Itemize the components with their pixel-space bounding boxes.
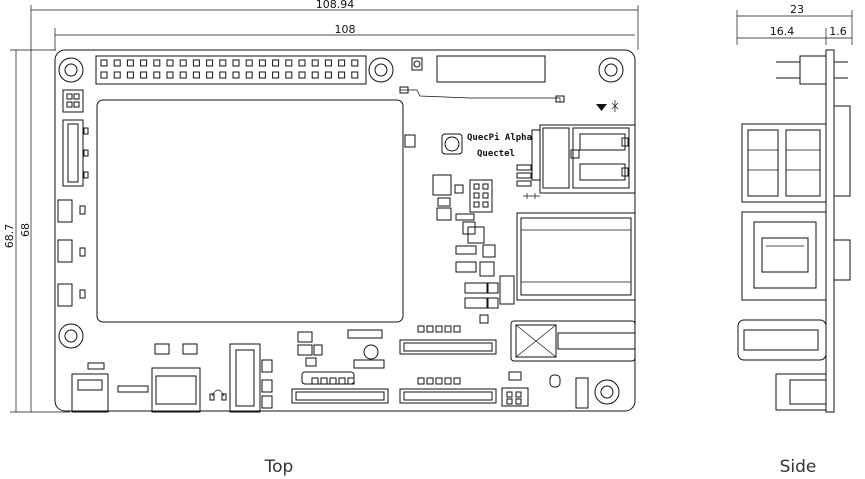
side-bottom-parts [775,105,851,411]
fpc-pad [453,325,461,333]
fpc-pad [338,377,346,385]
dimension-board-width-label: 108 [335,23,356,36]
gpio-pin [100,59,108,67]
gpio-pin [179,71,187,79]
gpio-pin [324,59,332,67]
gpio-pin [113,59,121,67]
side-hdmi [737,319,827,361]
fpc-pad [311,377,319,385]
dimension-overall-height: 68.7 [3,49,70,413]
fpc-pad [426,377,434,385]
dimension-overall-height-label: 68.7 [3,224,16,249]
gpio-pin [192,71,200,79]
fpc-pad [329,377,337,385]
gpio-pin [245,59,253,67]
dimension-side-body-label: 16.4 [770,25,795,38]
gpio-pin [219,71,227,79]
gpio-pin [351,71,359,79]
gpio-pin [192,59,200,67]
dimension-board-height: 68 [19,50,32,412]
middle-components [432,164,532,324]
ethernet-jack-top [499,212,636,305]
gpio-pin [232,71,240,79]
fpc-pad [320,377,328,385]
gpio-header [95,55,367,85]
gpio-pin [100,71,108,79]
gpio-pin [126,59,134,67]
dimension-side-overall: 23 [736,3,853,45]
gpio-pin [338,59,346,67]
caption-side: Side [780,457,817,477]
mounting-hole-bottom-right [594,379,620,405]
fpc-pad [444,325,452,333]
gpio-pin [113,71,121,79]
fpc-pad [435,325,443,333]
gpio-pin [206,59,214,67]
hdmi-connector-top [510,320,636,362]
side-ethernet [741,211,827,301]
mounting-hole-bottom-left [58,323,84,349]
fpc-pad [417,325,425,333]
gpio-pin [126,71,134,79]
side-view: 23 16.4 1.6 [736,3,853,413]
gpio-pin [324,71,332,79]
gpio-pin [272,71,280,79]
dimension-side-overall-label: 23 [790,3,804,16]
side-pcb-edge [825,49,835,413]
side-usb-a [741,123,827,203]
fpc-pad [435,377,443,385]
gpio-pin [232,59,240,67]
gpio-pin [338,71,346,79]
gpio-pin [351,59,359,67]
gpio-pin [179,59,187,67]
gpio-pin [285,71,293,79]
bottom-connectors [291,325,589,409]
dimension-overall-width: 108.94 [30,0,639,50]
caption-top: Top [264,457,294,477]
dimension-board-height-label: 68 [19,223,32,237]
gpio-pin [258,71,266,79]
mounting-hole-top-right [598,57,624,83]
mounting-hole-top-mid [368,57,394,83]
dimension-side-pcb-label: 1.6 [829,25,847,38]
som-module [96,99,404,323]
fpc-pad [426,325,434,333]
antenna-area [399,55,565,103]
usb-a-connector-top [531,124,636,194]
usb-symbol [523,193,540,199]
top-view: 108.94 108 68.7 68 [3,0,639,413]
left-components [57,89,89,307]
mounting-hole-top-left [58,57,84,83]
gpio-pin [298,71,306,79]
side-gpio-pins [776,55,848,85]
fpc-pad [444,377,452,385]
dimension-side-pcb: 1.6 [825,25,852,45]
gpio-pin [245,71,253,79]
bottom-left-connectors [71,343,273,413]
brand-line-2: Quectel [477,149,515,159]
dimension-side-body: 16.4 [737,25,826,39]
gpio-pin [166,59,174,67]
dimension-overall-width-label: 108.94 [316,0,355,11]
gpio-pin [311,59,319,67]
brand-line-1: QuecPi Alpha [467,132,532,143]
wifi-bt-icon [596,100,619,112]
fpc-pad [453,377,461,385]
dimension-board-width: 108 [54,23,635,50]
gpio-pin [298,59,306,67]
gpio-pin [153,71,161,79]
gpio-pin [166,71,174,79]
gpio-pin [206,71,214,79]
gpio-pin [285,59,293,67]
gpio-pin [140,59,148,67]
fpc-pad [417,377,425,385]
gpio-pin [153,59,161,67]
brand-silkscreen: QuecPi Alpha Quectel [404,132,532,159]
gpio-pin [258,59,266,67]
gpio-pin [311,71,319,79]
gpio-pin [272,59,280,67]
gpio-pin [140,71,148,79]
gpio-pin [219,59,227,67]
